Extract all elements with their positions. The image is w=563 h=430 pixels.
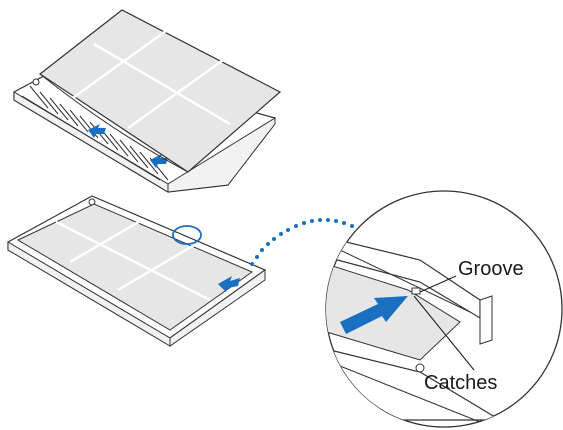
- groove-leader: [419, 275, 457, 293]
- top-arrow-icon: [88, 124, 106, 138]
- bottom-arrow-icon: [218, 276, 240, 292]
- bottom-filter-sheet: [16, 203, 254, 331]
- highlight-circle-icon: [172, 225, 202, 245]
- catches-leader: [413, 295, 475, 371]
- groove-label: Groove: [458, 258, 524, 280]
- zoom-detail: [325, 190, 563, 428]
- dotted-connector: [250, 218, 354, 266]
- catches-label: Catches: [424, 372, 498, 394]
- top-arrow-icon-2: [150, 154, 168, 168]
- zoom-arrow-icon: [340, 296, 408, 334]
- top-filter-sheet: [38, 9, 282, 173]
